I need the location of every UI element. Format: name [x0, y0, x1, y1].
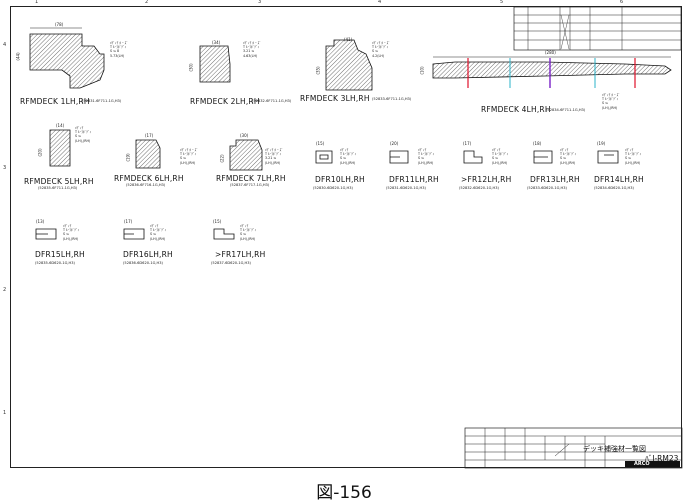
partno-10: (52830-6D620-1G,H3) — [313, 186, 353, 190]
spec-5: ﾒﾃﾞｨｱ T ﾙｰﾌﾎﾞﾃﾞｨ S ≒ (LH),(RH) — [75, 126, 92, 143]
profile-dfr-11 — [389, 150, 409, 164]
ruler-top-6: 6 — [620, 0, 624, 5]
dim-width-17: (15) — [213, 219, 222, 224]
profile-dfr-13 — [533, 150, 553, 164]
profile-dfr-16 — [123, 228, 145, 240]
spec-2: ﾒﾃﾞｨｱ ﾎ ｰ ｽﾞ T ﾙｰﾌﾎﾞﾃﾞｨ 3.21 ≒ 4.63(LH) — [243, 41, 261, 58]
dim-width-13: (18) — [533, 141, 542, 146]
label-dfr-15: DFR15LH,RH — [35, 250, 85, 259]
spec-3: ﾒﾃﾞｨｱ ﾎ ｰ ｽﾞ T ﾙｰﾌﾎﾞﾃﾞｨ S ≒ 4.2(LH) — [372, 41, 390, 58]
revision-table — [513, 6, 682, 51]
partno-7: (52837-6F717-1G,H3) — [230, 183, 270, 187]
label-dfr-10: DFR10LH,RH — [315, 175, 365, 184]
company-logo: ARCO — [634, 461, 650, 467]
figure-caption: 図-156 — [316, 483, 372, 503]
dim-width-10: (15) — [316, 141, 325, 146]
label-rfmdeck-2: RFMDECK 2LH,RH — [190, 97, 260, 106]
spec-1: ﾒﾃﾞｨｱ ﾎ ｰ ｽﾞ T ﾙｰﾌﾎﾞﾃﾞｨ S ≒ 8 5.73(LH) — [110, 41, 128, 58]
title-block — [464, 427, 683, 469]
profile-rfmdeck-2 — [199, 45, 231, 83]
profile-rfmdeck-3 — [325, 39, 373, 91]
label-dfr-13: DFR13LH,RH — [530, 175, 580, 184]
ruler-top-5: 5 — [500, 0, 504, 5]
spec-4: ﾒﾃﾞｨｱ ﾎ ｰ ｽﾞ T ﾙｰﾌﾎﾞﾃﾞｨ S ≒ (LH),(RH) — [602, 93, 620, 110]
dim-height-7: (22) — [219, 154, 225, 163]
drawing-sheet — [10, 6, 682, 468]
label-rfmdeck-5: RFMDECK 5LH,RH — [24, 177, 94, 186]
profile-dfr-14 — [597, 150, 619, 164]
ruler-left-4: 4 — [3, 42, 7, 48]
label-rfmdeck-6: RFMDECK 6LH,RH — [114, 174, 184, 183]
drawing-number: ﾊﾞJ-RM23 — [645, 454, 679, 463]
partno-4: (52834-6F711-1G,H3) — [546, 108, 586, 112]
ruler-left-1: 1 — [3, 410, 7, 416]
ruler-top-2: 2 — [145, 0, 149, 5]
spec-6: ﾒﾃﾞｨｱ ﾎ ｰ ｽﾞ T ﾙｰﾌﾎﾞﾃﾞｨ S ≒ (LH),(RH) — [180, 148, 198, 165]
label-rfmdeck-4: RFMDECK 4LH,RH — [481, 105, 551, 114]
dim-width-6: (17) — [145, 133, 154, 138]
partno-5: (52835-6F711-1G,H3) — [38, 186, 78, 190]
ruler-top-1: 1 — [35, 0, 39, 5]
spec-12: ﾒﾃﾞｨｱ T ﾙｰﾌﾎﾞﾃﾞｨ S ≒ (LH),(RH) — [492, 148, 509, 165]
spec-14: ﾒﾃﾞｨｱ T ﾙｰﾌﾎﾞﾃﾞｨ S ≒ (LH),(RH) — [625, 148, 642, 165]
dim-height-6: (19) — [125, 153, 131, 162]
label-dfr-16: DFR16LH,RH — [123, 250, 173, 259]
label-dfr-17: >FR17LH,RH — [215, 250, 266, 259]
ruler-top-4: 4 — [378, 0, 382, 5]
dim-width-7: (30) — [240, 133, 249, 138]
partno-6: (52836-6F716-1G,H3) — [126, 183, 166, 187]
dim-width-1: (78) — [55, 22, 64, 27]
label-dfr-11: DFR11LH,RH — [389, 175, 439, 184]
partno-1: (52831-6F711-1G,H3) — [82, 99, 122, 103]
dim-width-14: (19) — [597, 141, 606, 146]
partno-12: (52832-6D620-1G,H3) — [459, 186, 499, 190]
dim-height-5: (20) — [37, 148, 43, 157]
dim-width-5: (14) — [56, 123, 65, 128]
dim-width-12: (17) — [463, 141, 472, 146]
partno-13: (52833-6D620-1G,H3) — [527, 186, 567, 190]
partno-3: (52833-6F711-1G,H3) — [372, 97, 412, 101]
profile-dfr-10 — [315, 150, 333, 164]
label-rfmdeck-7: RFMDECK 7LH,RH — [216, 174, 286, 183]
partno-16: (52836-6D620-1G,H3) — [123, 261, 163, 265]
profile-rfmdeck-4 — [432, 56, 672, 88]
dim-width-15: (13) — [36, 219, 45, 224]
dim-height-3: (35) — [315, 66, 321, 75]
dim-width-16: (17) — [124, 219, 133, 224]
partno-11: (52831-6D620-1G,H3) — [386, 186, 426, 190]
ruler-left-2: 2 — [3, 287, 7, 293]
label-dfr-12: >FR12LH,RH — [461, 175, 512, 184]
spec-13: ﾒﾃﾞｨｱ T ﾙｰﾌﾎﾞﾃﾞｨ S ≒ (LH),(RH) — [560, 148, 577, 165]
profile-rfmdeck-7 — [229, 139, 263, 171]
ruler-top-3: 3 — [258, 0, 262, 5]
drawing-title: デッキ補強材一覧図 — [583, 445, 646, 453]
dim-width-3: (41) — [344, 37, 353, 42]
dim-height-2: (30) — [188, 63, 194, 72]
partno-17: (52837-6D620-1G,H3) — [211, 261, 251, 265]
spec-7: ﾒﾃﾞｨｱ ﾎ ｰ ｽﾞ T ﾙｰﾌﾎﾞﾃﾞｨ 3.21 ≒ (LH),(RH) — [265, 148, 283, 165]
profile-rfmdeck-5 — [49, 129, 71, 167]
spec-10: ﾒﾃﾞｨｱ T ﾙｰﾌﾎﾞﾃﾞｨ S ≒ (LH),(RH) — [340, 148, 357, 165]
label-rfmdeck-1: RFMDECK 1LH,RH — [20, 97, 90, 106]
profile-dfr-12 — [463, 150, 483, 164]
spec-16: ﾒﾃﾞｨｱ T ﾙｰﾌﾎﾞﾃﾞｨ S ≒ (LH),(RH) — [150, 224, 167, 241]
label-dfr-14: DFR14LH,RH — [594, 175, 644, 184]
ruler-left-3: 3 — [3, 165, 7, 171]
dim-height-4: (10) — [419, 66, 425, 75]
spec-11: ﾒﾃﾞｨｱ T ﾙｰﾌﾎﾞﾃﾞｨ S ≒ (LH),(RH) — [418, 148, 435, 165]
label-rfmdeck-3: RFMDECK 3LH,RH — [300, 94, 370, 103]
dim-width-11: (20) — [390, 141, 399, 146]
dim-width-2: (34) — [212, 40, 221, 45]
dim-height-1: (44) — [15, 52, 21, 61]
profile-rfmdeck-6 — [135, 139, 161, 169]
profile-rfmdeck-1 — [29, 27, 105, 89]
dim-width-4: (280) — [545, 50, 556, 55]
profile-dfr-17 — [213, 228, 235, 240]
profile-dfr-15 — [35, 228, 57, 240]
spec-17: ﾒﾃﾞｨｱ T ﾙｰﾌﾎﾞﾃﾞｨ S ≒ (LH),(RH) — [240, 224, 257, 241]
partno-14: (52834-6D620-1G,H3) — [594, 186, 634, 190]
partno-15: (52835-6D620-1G,H3) — [35, 261, 75, 265]
partno-2: (52832-6F711-1G,H3) — [252, 99, 292, 103]
spec-15: ﾒﾃﾞｨｱ T ﾙｰﾌﾎﾞﾃﾞｨ S ≒ (LH),(RH) — [63, 224, 80, 241]
